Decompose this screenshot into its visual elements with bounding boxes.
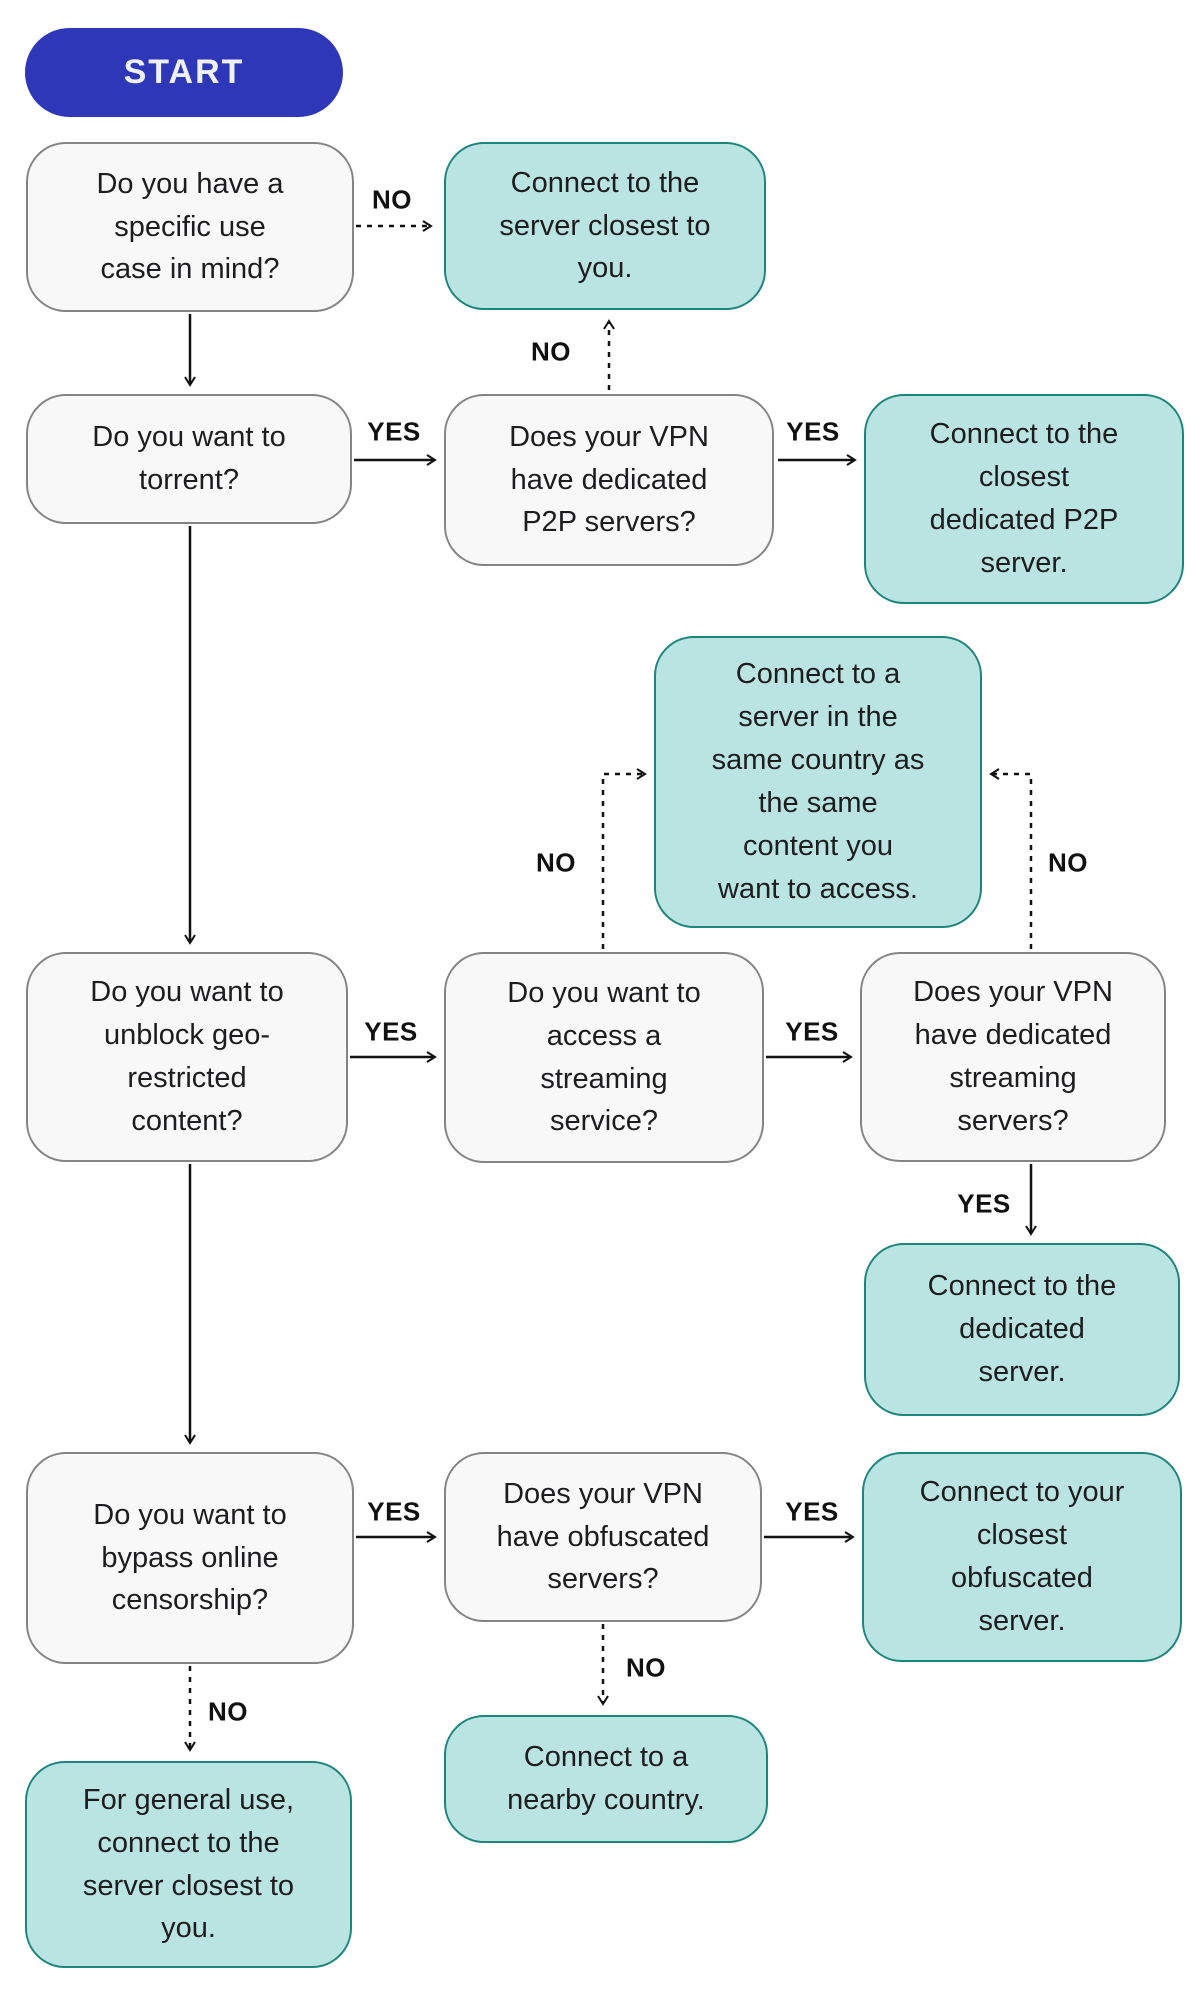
node-result-nearby-country: Connect to a nearby country. — [444, 1715, 768, 1843]
edge-label-yes: YES — [785, 1496, 839, 1527]
node-question-censorship: Do you want to bypass online censorship? — [26, 1452, 354, 1664]
node-question-p2p-servers: Does your VPN have dedicated P2P servers… — [444, 394, 774, 566]
edge-label-yes: YES — [367, 416, 421, 447]
edge-label-no: NO — [626, 1652, 666, 1683]
node-question-specific-use-case: Do you have a specific use case in mind? — [26, 142, 354, 312]
node-result-obfuscated-server: Connect to your closest obfuscated serve… — [862, 1452, 1182, 1662]
arrow-q5-no-a3 — [601, 768, 647, 949]
node-result-server-closest: Connect to the server closest to you. — [444, 142, 766, 310]
node-result-dedicated-p2p: Connect to the closest dedicated P2P ser… — [864, 394, 1184, 604]
edge-label-no: NO — [372, 184, 412, 215]
node-question-geo-restricted: Do you want to unblock geo- restricted c… — [26, 952, 348, 1162]
node-question-obfuscated-servers: Does your VPN have obfuscated servers? — [444, 1452, 762, 1622]
node-result-same-country-server: Connect to a server in the same country … — [654, 636, 982, 928]
edge-label-yes: YES — [364, 1016, 418, 1047]
edge-label-yes: YES — [785, 1016, 839, 1047]
node-question-torrent: Do you want to torrent? — [26, 394, 352, 524]
node-question-streaming-servers: Does your VPN have dedicated streaming s… — [860, 952, 1166, 1162]
edge-label-no: NO — [536, 847, 576, 878]
edge-label-yes: YES — [786, 416, 840, 447]
node-result-general-use: For general use, connect to the server c… — [25, 1761, 352, 1968]
node-question-streaming-service: Do you want to access a streaming servic… — [444, 952, 764, 1163]
edge-label-yes: YES — [957, 1188, 1011, 1219]
start-pill: START — [25, 28, 343, 117]
edge-label-no: NO — [1048, 847, 1088, 878]
edge-label-yes: YES — [367, 1496, 421, 1527]
edge-label-no: NO — [208, 1696, 248, 1727]
edge-label-no: NO — [531, 336, 571, 367]
arrow-q6-no-a3 — [989, 768, 1033, 949]
node-result-dedicated-server: Connect to the dedicated server. — [864, 1243, 1180, 1416]
